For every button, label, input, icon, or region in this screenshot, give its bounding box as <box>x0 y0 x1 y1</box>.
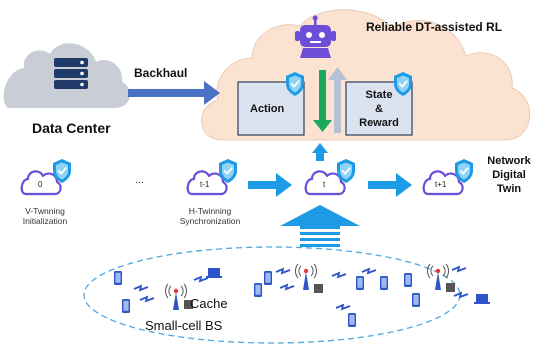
h-twinning-label: H-Twinning Synchronization <box>179 206 241 226</box>
lightning-icon <box>331 272 347 278</box>
smartphone-icon <box>254 283 262 297</box>
laptop-icon <box>474 294 490 304</box>
data-center-label: Data Center <box>32 120 111 136</box>
backhaul-label: Backhaul <box>134 66 188 80</box>
lightning-icon <box>275 268 291 274</box>
cell-tower-icon <box>164 283 188 311</box>
smartphone-icon <box>348 313 356 327</box>
cache-label: Cache <box>190 296 228 311</box>
network-digital-twin-label: Network Digital Twin <box>487 155 531 195</box>
smartphone-icon <box>380 276 388 290</box>
lightning-icon <box>193 276 209 282</box>
lightning-icon <box>139 296 155 302</box>
smartphone-icon <box>404 273 412 287</box>
twin-to-rl-arrow <box>312 143 328 161</box>
v-twinning-label: V-Twnning Initialization <box>22 206 68 226</box>
robot-icon <box>295 15 336 58</box>
cell-tower-icon <box>294 263 318 291</box>
sync-up-arrow <box>280 205 360 247</box>
small-cell-bs-label: Small-cell BS <box>145 318 223 333</box>
smartphone-icon <box>264 271 272 285</box>
cache-box <box>314 284 323 293</box>
lightning-icon <box>453 292 469 298</box>
twin-arrow-2 <box>368 173 412 197</box>
smartphone-icon <box>122 299 130 313</box>
down-arrow <box>313 70 332 132</box>
backhaul-arrow <box>128 81 220 105</box>
lightning-icon <box>279 284 295 290</box>
diagram-title: Reliable DT-assisted RL <box>366 20 503 34</box>
twin-cloud-label-t: t <box>323 180 326 189</box>
database-icon <box>54 58 88 89</box>
lightning-icon <box>451 266 467 272</box>
state-reward-label: State & Reward <box>359 89 399 129</box>
lightning-icon <box>133 285 149 291</box>
lightning-icon <box>361 268 377 274</box>
network-ellipse <box>83 246 461 344</box>
twin-cloud-label-0: 0 <box>38 180 43 189</box>
lightning-icon <box>335 304 351 310</box>
cache-box <box>446 283 455 292</box>
twin-cloud-label-t-1: t-1 <box>200 180 210 189</box>
smartphone-icon <box>356 276 364 290</box>
action-label: Action <box>250 103 285 115</box>
ellipsis: ... <box>135 174 145 186</box>
up-arrow <box>328 67 347 133</box>
action-box <box>237 81 305 136</box>
cache-box <box>184 300 193 309</box>
smartphone-icon <box>412 293 420 307</box>
twin-arrow-1 <box>248 173 292 197</box>
laptop-icon <box>206 268 222 278</box>
twin-cloud-label-t+1: t+1 <box>435 180 447 189</box>
smartphone-icon <box>114 271 122 285</box>
